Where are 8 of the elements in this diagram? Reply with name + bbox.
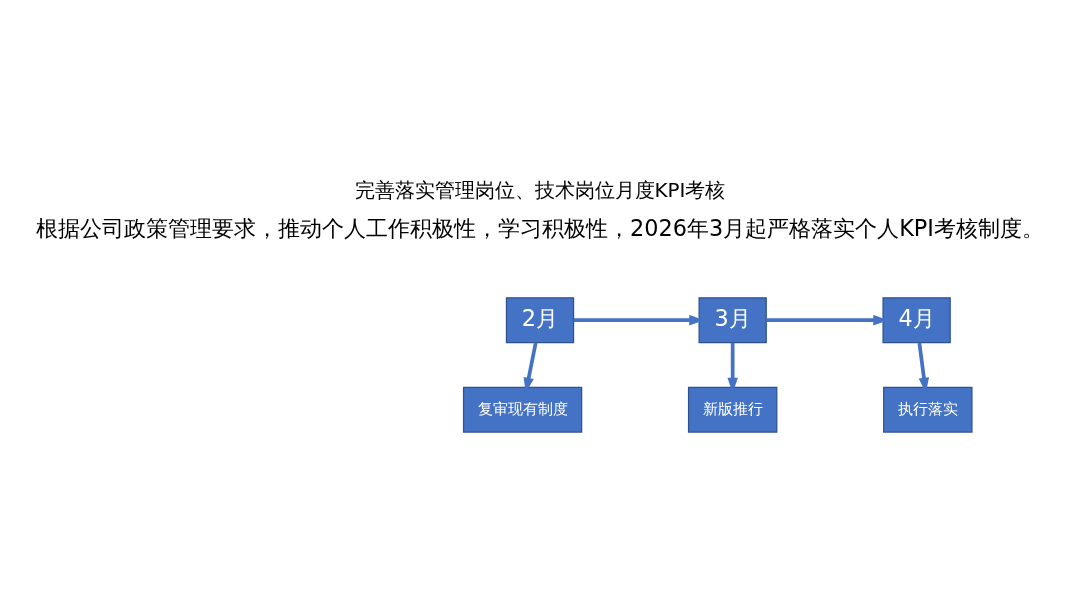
node-box: 3月 [698,296,767,343]
node-box: 执行落实 [883,386,973,433]
node-box: 复审现有制度 [462,386,583,433]
node-box: 2月 [505,296,575,343]
label: 根据公司政策管理要求，推动个人工作积极性，学习积极性，2026年3月起严格落实个人KPI考核制度。 [36,214,1044,241]
node-box: 4月 [882,296,951,343]
node-box: 新版推行 [687,386,778,433]
diagram-title: 完善落实管理岗位、技术岗位月度KPI考核 [354,178,726,202]
